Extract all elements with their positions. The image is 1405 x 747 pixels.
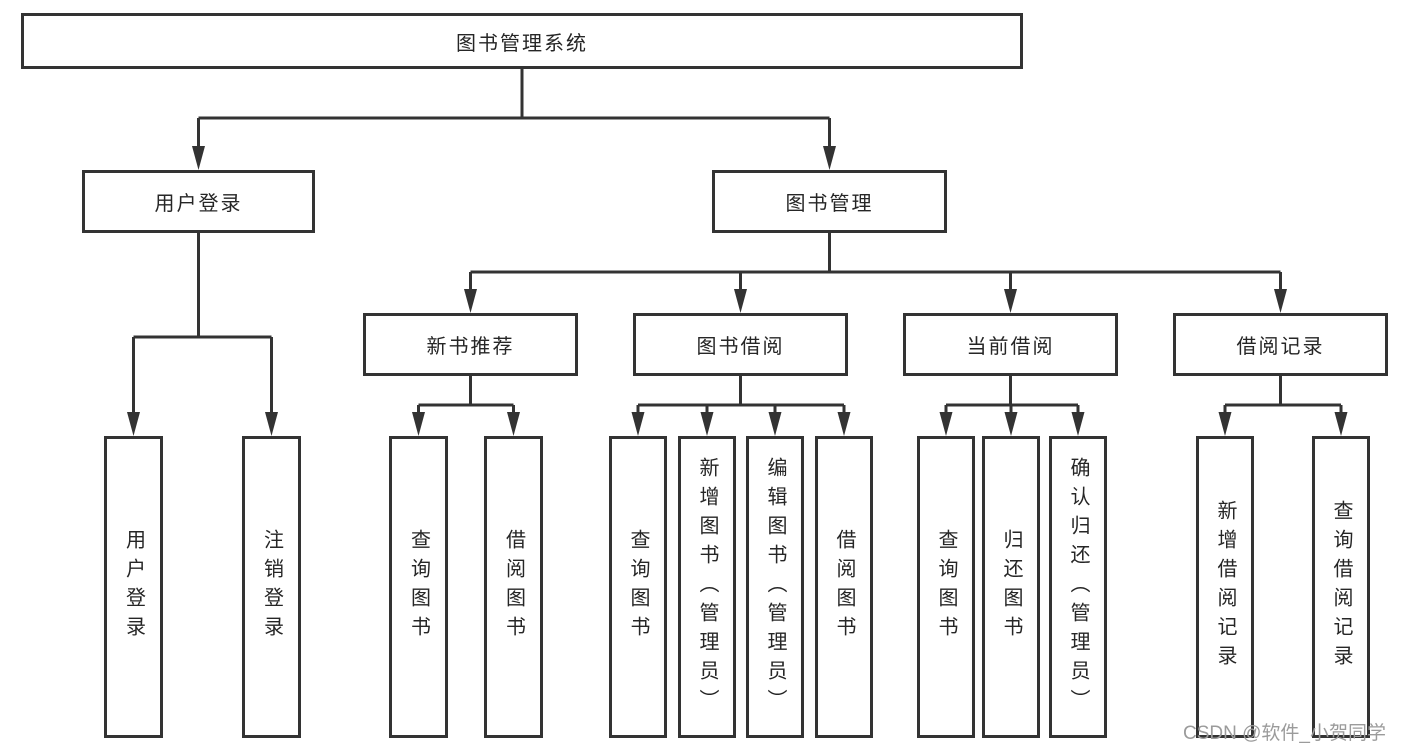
leaf-add-book-admin: 新增图书（管理员） bbox=[678, 436, 736, 738]
leaf-logout: 注销登录 bbox=[242, 436, 301, 738]
arrow-icon bbox=[412, 412, 425, 436]
arrow-icon bbox=[127, 412, 140, 436]
node-new-book-recommend: 新书推荐 bbox=[363, 313, 578, 376]
arrow-icon bbox=[1334, 412, 1348, 436]
arrow-icon bbox=[1218, 412, 1232, 436]
leaf-query-books-borrow: 查询图书 bbox=[609, 436, 667, 738]
arrow-icon bbox=[700, 412, 714, 436]
csdn-watermark: CSDN @软件_小贺同学 bbox=[1183, 723, 1386, 744]
leaf-borrow-books-recommend: 借阅图书 bbox=[484, 436, 543, 738]
node-borrow-records: 借阅记录 bbox=[1173, 313, 1388, 376]
connector-borrow-records-to-leaves bbox=[1223, 376, 1343, 414]
leaf-confirm-return-admin: 确认归还（管理员） bbox=[1049, 436, 1107, 738]
connector-new-book-recommend-to-leaves bbox=[417, 376, 515, 414]
node-root-library-system: 图书管理系统 bbox=[21, 13, 1023, 69]
connector-book-management-to-sections bbox=[469, 233, 1282, 291]
arrow-icon bbox=[1004, 289, 1017, 313]
leaf-borrow-books: 借阅图书 bbox=[815, 436, 873, 738]
leaf-return-book: 归还图书 bbox=[982, 436, 1040, 738]
arrow-icon bbox=[823, 146, 836, 170]
leaf-add-borrow-record: 新增借阅记录 bbox=[1196, 436, 1254, 738]
arrow-icon bbox=[1004, 412, 1018, 436]
leaf-edit-book-admin: 编辑图书（管理员） bbox=[746, 436, 804, 738]
leaf-query-books-recommend: 查询图书 bbox=[389, 436, 448, 738]
leaf-query-borrow-record: 查询借阅记录 bbox=[1312, 436, 1370, 738]
leaf-user-login: 用户登录 bbox=[104, 436, 163, 738]
leaf-query-books-current: 查询图书 bbox=[917, 436, 975, 738]
node-book-borrow: 图书借阅 bbox=[633, 313, 848, 376]
arrow-icon bbox=[1071, 412, 1085, 436]
arrow-icon bbox=[939, 412, 953, 436]
connector-user-login-to-leaves bbox=[132, 233, 273, 414]
arrowheads bbox=[127, 146, 1348, 436]
connector-root-to-level2 bbox=[197, 69, 831, 148]
arrow-icon bbox=[837, 412, 851, 436]
arrow-icon bbox=[507, 412, 520, 436]
arrow-icon bbox=[192, 146, 205, 170]
node-user-login: 用户登录 bbox=[82, 170, 315, 233]
node-current-borrow: 当前借阅 bbox=[903, 313, 1118, 376]
arrow-icon bbox=[631, 412, 645, 436]
arrow-icon bbox=[734, 289, 747, 313]
node-book-management: 图书管理 bbox=[712, 170, 947, 233]
arrow-icon bbox=[1274, 289, 1287, 313]
arrow-icon bbox=[265, 412, 278, 436]
arrow-icon bbox=[768, 412, 782, 436]
connector-book-borrow-to-leaves bbox=[636, 376, 846, 414]
arrow-icon bbox=[464, 289, 477, 313]
connector-current-borrow-to-leaves bbox=[944, 376, 1080, 414]
